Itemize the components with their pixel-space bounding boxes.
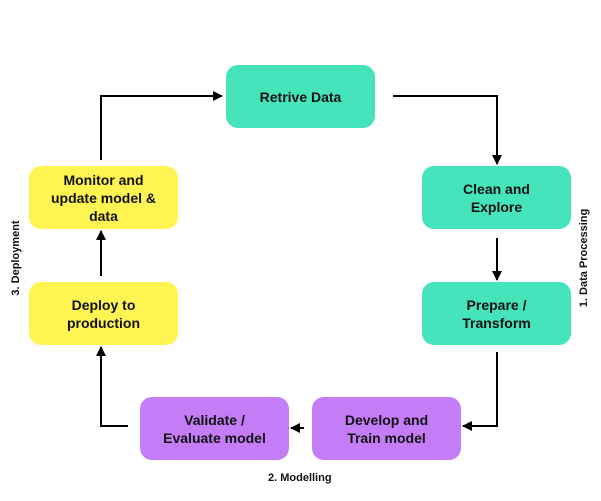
arrow-prepare-to-develop [462, 352, 498, 431]
step-validate-evaluate: Validate / Evaluate model [140, 397, 289, 460]
phase-label-deployment: 3. Deployment [10, 220, 22, 296]
step-retrive-data: Retrive Data [226, 65, 375, 128]
step-develop-train: Develop and Train model [312, 397, 461, 460]
phase-label-modelling: 2. Modelling [268, 472, 332, 484]
step-deploy-production: Deploy to production [29, 282, 178, 345]
arrow-retrive-to-clean [393, 95, 502, 165]
step-monitor-update: Monitor and update model & data [29, 166, 178, 229]
step-clean-explore: Clean and Explore [422, 166, 571, 229]
phase-label-data-processing: 1. Data Processing [578, 208, 590, 308]
arrow-monitor-to-retrive [100, 91, 223, 160]
arrow-validate-to-deploy [96, 346, 128, 427]
step-prepare-transform: Prepare / Transform [422, 282, 571, 345]
